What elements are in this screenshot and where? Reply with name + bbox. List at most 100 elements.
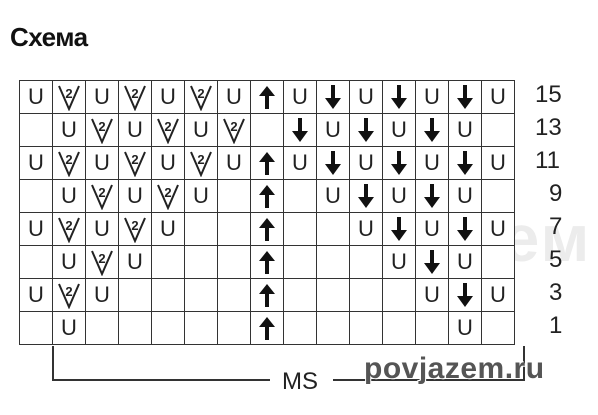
empty-cell xyxy=(151,311,185,345)
svg-text:2: 2 xyxy=(65,218,72,233)
yarn-over-symbol: U xyxy=(448,179,482,213)
empty-cell xyxy=(382,311,416,345)
yarn-over-symbol: U xyxy=(283,146,317,180)
arrow-up-icon xyxy=(250,311,284,345)
yarn-over-symbol: U xyxy=(151,146,185,180)
empty-cell xyxy=(217,179,251,213)
yarn-over-symbol: U xyxy=(184,113,218,147)
knit-2-together-icon: 2 xyxy=(217,113,251,147)
yarn-over-symbol: U xyxy=(85,212,119,246)
empty-cell xyxy=(184,245,218,279)
yarn-over-symbol: U xyxy=(349,212,383,246)
arrow-down-icon xyxy=(448,212,482,246)
arrow-down-icon xyxy=(415,113,449,147)
row-number: 1 xyxy=(549,312,563,339)
empty-cell xyxy=(349,245,383,279)
yarn-over-symbol: U xyxy=(52,113,86,147)
ms-label: MS xyxy=(282,368,318,395)
yarn-over-symbol: U xyxy=(217,146,251,180)
yarn-over-symbol: U xyxy=(481,278,515,312)
yarn-over-symbol: U xyxy=(448,113,482,147)
ms-bracket-right-vertical xyxy=(523,346,525,380)
empty-cell xyxy=(316,311,350,345)
chart-title: Схема xyxy=(10,22,88,52)
knit-2-together-icon: 2 xyxy=(52,278,86,312)
ms-bracket-left-vertical xyxy=(52,346,54,380)
knit-2-together-icon: 2 xyxy=(85,245,119,279)
svg-text:2: 2 xyxy=(131,86,138,101)
arrow-down-icon xyxy=(283,113,317,147)
yarn-over-symbol: U xyxy=(415,146,449,180)
empty-cell xyxy=(283,212,317,246)
empty-cell xyxy=(349,311,383,345)
empty-cell xyxy=(217,311,251,345)
row-number: 11 xyxy=(535,147,560,174)
yarn-over-symbol: U xyxy=(316,113,350,147)
yarn-over-symbol: U xyxy=(118,113,152,147)
empty-cell xyxy=(283,311,317,345)
knit-2-together-icon: 2 xyxy=(52,80,86,114)
empty-cell xyxy=(19,245,53,279)
empty-cell xyxy=(19,113,53,147)
yarn-over-symbol: U xyxy=(217,80,251,114)
empty-cell xyxy=(217,212,251,246)
svg-text:2: 2 xyxy=(98,119,105,134)
yarn-over-symbol: U xyxy=(19,80,53,114)
empty-cell xyxy=(151,245,185,279)
arrow-up-icon xyxy=(250,212,284,246)
yarn-over-symbol: U xyxy=(85,278,119,312)
svg-text:2: 2 xyxy=(65,284,72,299)
arrow-down-icon xyxy=(415,179,449,213)
yarn-over-symbol: U xyxy=(415,212,449,246)
yarn-over-symbol: U xyxy=(415,80,449,114)
knit-2-together-icon: 2 xyxy=(85,179,119,213)
svg-text:2: 2 xyxy=(131,218,138,233)
yarn-over-symbol: U xyxy=(184,179,218,213)
svg-text:2: 2 xyxy=(230,119,237,134)
row-number: 5 xyxy=(549,246,563,273)
svg-text:2: 2 xyxy=(65,86,72,101)
knit-2-together-icon: 2 xyxy=(151,179,185,213)
site-watermark: povjazem.ru xyxy=(364,352,545,385)
row-number: 13 xyxy=(535,114,562,141)
empty-cell xyxy=(283,278,317,312)
knit-2-together-icon: 2 xyxy=(184,80,218,114)
ms-bracket-right-horizontal xyxy=(333,379,525,381)
yarn-over-symbol: U xyxy=(382,113,416,147)
row-number: 15 xyxy=(535,81,562,108)
knit-2-together-icon: 2 xyxy=(52,146,86,180)
arrow-up-icon xyxy=(250,278,284,312)
svg-text:2: 2 xyxy=(131,152,138,167)
yarn-over-symbol: U xyxy=(151,212,185,246)
svg-text:2: 2 xyxy=(164,119,171,134)
knit-2-together-icon: 2 xyxy=(118,212,152,246)
row-number: 3 xyxy=(549,279,563,306)
empty-cell xyxy=(217,245,251,279)
empty-cell xyxy=(481,179,515,213)
yarn-over-symbol: U xyxy=(382,179,416,213)
arrow-down-icon xyxy=(349,113,383,147)
yarn-over-symbol: U xyxy=(283,80,317,114)
empty-cell xyxy=(481,113,515,147)
svg-text:2: 2 xyxy=(98,185,105,200)
yarn-over-symbol: U xyxy=(349,80,383,114)
knit-2-together-icon: 2 xyxy=(85,113,119,147)
yarn-over-symbol: U xyxy=(52,245,86,279)
arrow-down-icon xyxy=(382,146,416,180)
yarn-over-symbol: U xyxy=(415,278,449,312)
empty-cell xyxy=(382,278,416,312)
empty-cell xyxy=(316,212,350,246)
yarn-over-symbol: U xyxy=(448,245,482,279)
yarn-over-symbol: U xyxy=(151,80,185,114)
empty-cell xyxy=(151,278,185,312)
arrow-down-icon xyxy=(382,212,416,246)
svg-text:2: 2 xyxy=(197,152,204,167)
empty-cell xyxy=(118,278,152,312)
knit-2-together-icon: 2 xyxy=(184,146,218,180)
